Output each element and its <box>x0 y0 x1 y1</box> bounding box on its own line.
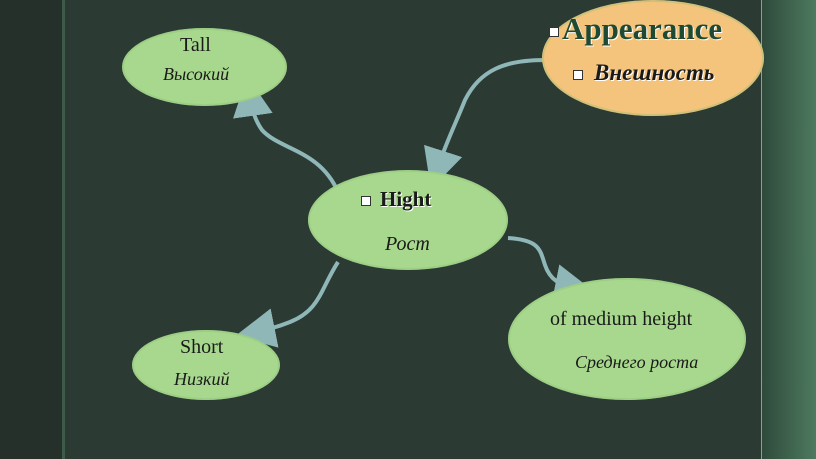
left-divider-line <box>62 0 65 459</box>
node-short-ru: Низкий <box>174 369 230 389</box>
node-appearance-en: Appearance <box>562 11 723 46</box>
node-medium <box>508 278 746 400</box>
node-short <box>132 330 280 400</box>
node-medium-en: of medium height <box>550 308 693 330</box>
arrow-from-appearance <box>424 58 546 190</box>
node-tall <box>122 28 287 106</box>
node-center <box>308 170 508 270</box>
bullet-icon <box>361 196 371 206</box>
node-tall-en: Tall <box>180 34 211 56</box>
bullet-icon <box>549 27 559 37</box>
arrow-to-tall <box>233 76 340 193</box>
node-tall-ru: Высокий <box>163 64 230 84</box>
node-appearance-ru: Внешность <box>594 60 715 85</box>
node-appearance <box>542 0 764 116</box>
arrow-to-medium <box>507 236 595 304</box>
arrow-to-short <box>235 260 340 348</box>
right-decor-strip <box>762 0 816 459</box>
node-center-en: Hight <box>380 187 432 211</box>
bullet-icon <box>573 70 583 80</box>
node-center-ru: Рост <box>385 233 430 255</box>
node-short-en: Short <box>180 336 224 358</box>
node-medium-ru: Среднего роста <box>575 352 699 372</box>
left-decor-bar <box>0 0 62 459</box>
